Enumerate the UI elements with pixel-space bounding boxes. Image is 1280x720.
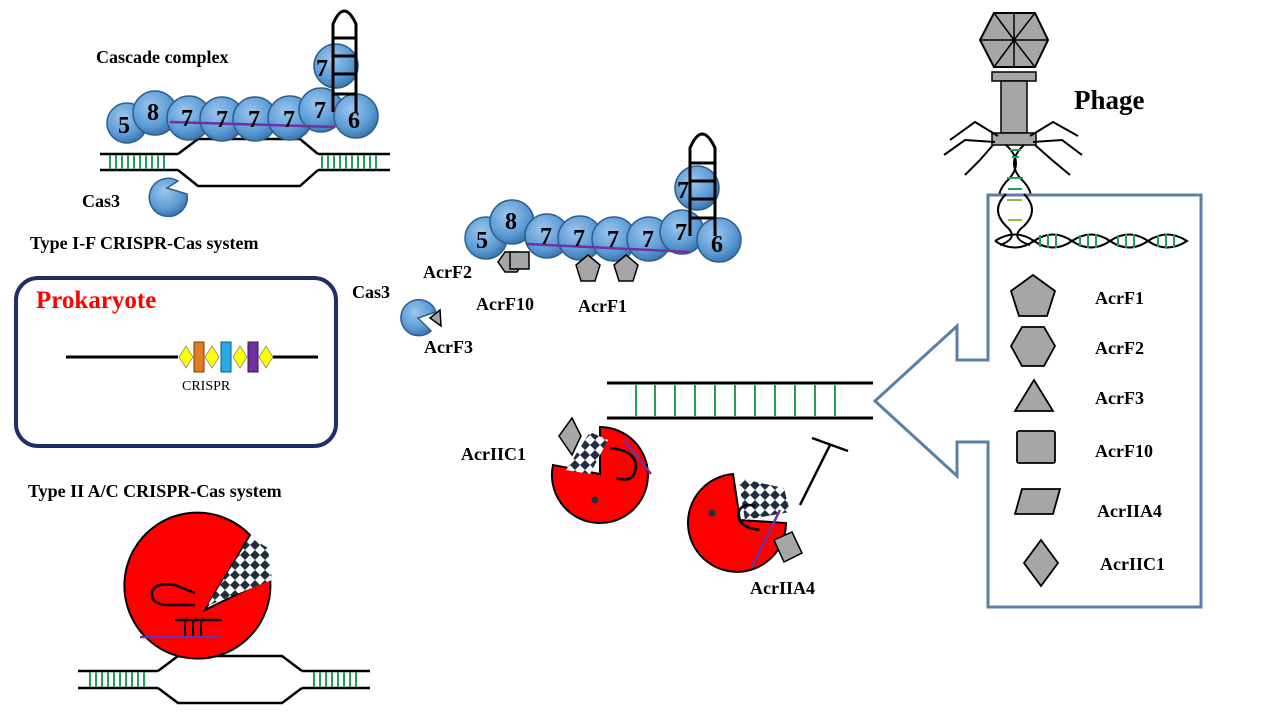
cas9-acriic1 [550, 416, 652, 524]
legend-acriia4-parallelogram-icon [1013, 488, 1062, 515]
legend-label: AcrIIC1 [1100, 554, 1165, 574]
legend-acrf1-pentagon-icon [1009, 273, 1057, 317]
legend-label: AcrF3 [1095, 388, 1144, 408]
cascade-label: 7 [677, 178, 689, 204]
prokaryote-title: Prokaryote [36, 287, 156, 314]
acrf2-label: AcrF2 [423, 262, 472, 282]
cascade-label: 7 [675, 220, 687, 246]
cascade-label: 8 [505, 209, 517, 235]
dna-top-left-basepairs [109, 155, 377, 169]
crispr-array [66, 341, 318, 373]
legend-label: AcrF1 [1095, 288, 1144, 308]
cas9-acriia4 [687, 436, 849, 573]
legend-label: AcrF10 [1095, 441, 1153, 461]
acrf10-square-icon [509, 251, 530, 270]
type-iiac-label: Type II A/C CRISPR-Cas system [28, 481, 282, 501]
cascade-label: 7 [540, 224, 552, 250]
acriia4-parallelogram-icon [773, 531, 803, 564]
cascade-label: 7 [181, 106, 193, 132]
legend-acrf3-triangle-icon [1013, 378, 1055, 412]
cascade-label: 7 [248, 107, 260, 133]
phage-dna-circle [994, 193, 1189, 249]
crrna-top [169, 120, 336, 129]
acrf3-triangle-icon [428, 308, 442, 328]
cascade-label: 7 [283, 107, 295, 133]
dna-bottom-left [78, 654, 370, 705]
cascade-label: 7 [216, 107, 228, 133]
cascade-mid-numbers: 5 8 7 7 7 7 7 7 6 [476, 178, 723, 258]
cas3-mid-icon [400, 298, 437, 337]
cascade-label: 7 [316, 56, 328, 82]
crispr-label: CRISPR [182, 379, 231, 394]
crrna-mid [526, 242, 691, 254]
cas3-mid-label: Cas3 [352, 282, 390, 302]
legend-label: AcrIIA4 [1097, 501, 1162, 521]
cascade-top-numbers: 5 8 7 7 7 7 7 7 6 [118, 56, 360, 139]
phage-label: Phage [1074, 85, 1145, 115]
acrf1-pentagon-icon [613, 254, 639, 282]
dna-middle [607, 381, 873, 420]
legend-labels: AcrF1 AcrF2 AcrF3 AcrF10 AcrIIA4 AcrIIC1 [1095, 288, 1165, 574]
cas9-bottom-left [123, 511, 272, 660]
cascade-label: 7 [314, 98, 326, 124]
crrna-hairpin-top [331, 9, 358, 112]
cascade-label: 5 [476, 228, 488, 254]
cascade-subunit-cas6 [696, 217, 742, 263]
legend-acrf2-hexagon-icon [1009, 326, 1057, 367]
phage-icon [943, 12, 1083, 245]
acrf10-label: AcrF10 [476, 294, 534, 314]
prokaryote-box [14, 276, 338, 448]
cas3-top-label: Cas3 [82, 191, 120, 211]
cascade-complex-label: Cascade complex [96, 47, 228, 67]
cascade-label: 7 [573, 226, 585, 252]
cascade-label: 5 [118, 113, 130, 139]
acriic1-label: AcrIIC1 [461, 444, 526, 464]
cas3-top-icon [148, 177, 189, 218]
legend-acriic1-diamond-icon [1022, 538, 1060, 588]
cascade-label: 7 [642, 227, 654, 253]
cascade-label: 6 [348, 108, 360, 134]
cascade-label: 8 [147, 100, 159, 126]
dna-bottom-left-basepairs [89, 672, 357, 687]
legend-label: AcrF2 [1095, 338, 1144, 358]
acrf1-pentagon-icon [575, 254, 601, 282]
acriia4-label: AcrIIA4 [750, 578, 815, 598]
legend-acrf10-square-icon [1016, 430, 1056, 464]
crrna-hairpin-mid [688, 132, 717, 236]
cascade-label: 6 [711, 232, 723, 258]
acrf1-label: AcrF1 [578, 296, 627, 316]
cascade-label: 7 [607, 227, 619, 253]
type-if-label: Type I-F CRISPR-Cas system [30, 233, 259, 253]
acrf3-label: AcrF3 [424, 337, 473, 357]
acriic1-diamond-icon [558, 416, 582, 457]
